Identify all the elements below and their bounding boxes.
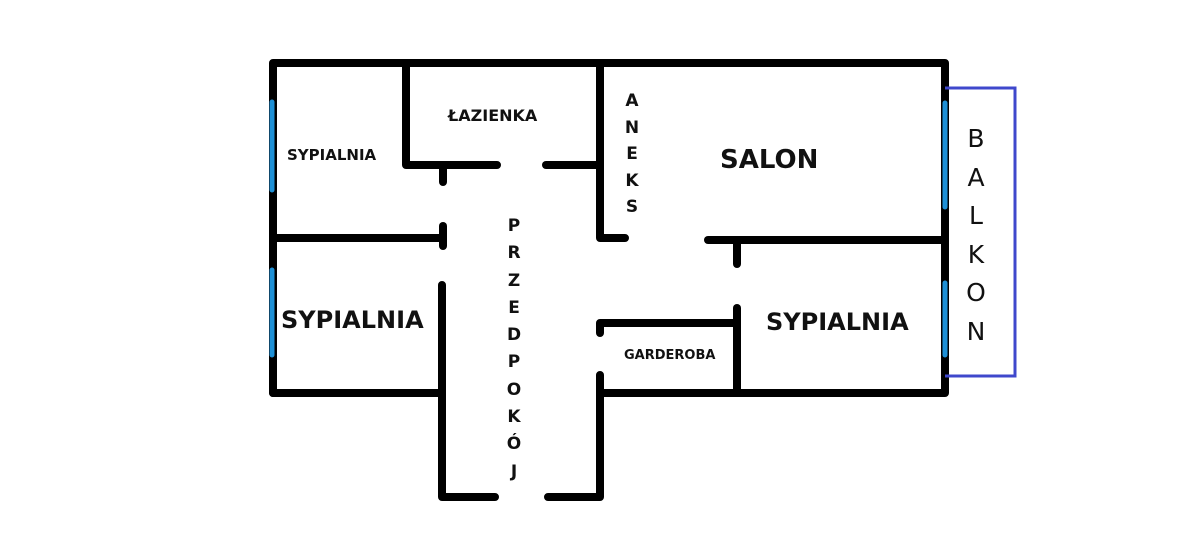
windows xyxy=(269,99,948,358)
label-living-room: SALON xyxy=(720,145,819,175)
label-bedroom-top-left: SYPIALNIA xyxy=(287,146,377,164)
outer-wall-top-left-right xyxy=(269,59,949,397)
label-bedroom-left: SYPIALNIA xyxy=(281,306,424,334)
hallway-right-wall xyxy=(544,389,604,501)
wardrobe-wall xyxy=(596,319,741,337)
label-bathroom: ŁAZIENKA xyxy=(448,106,538,125)
label-wardrobe: GARDEROBA xyxy=(624,348,716,363)
label-balcony: BALKON xyxy=(966,124,986,346)
kitchenette-wall xyxy=(596,59,629,242)
balcony-outline xyxy=(945,86,1017,378)
label-bedroom-right: SYPIALNIA xyxy=(766,308,909,336)
walls xyxy=(269,59,949,501)
hallway-left-wall xyxy=(438,281,499,501)
bathroom-wall xyxy=(402,59,501,169)
label-hallway: PRZEDPOKÓJ xyxy=(506,216,522,482)
label-kitchenette: ANEKS xyxy=(624,91,640,217)
